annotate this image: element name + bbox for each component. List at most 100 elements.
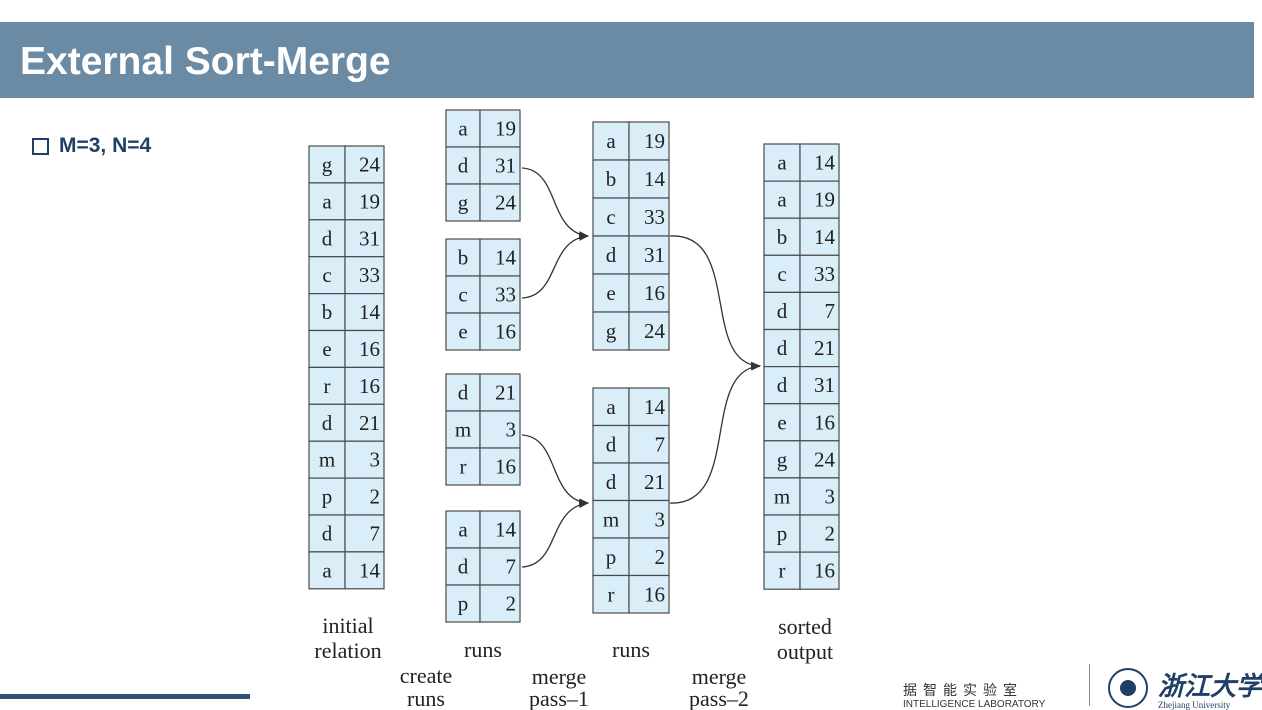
value-text: 14 — [644, 395, 666, 419]
value-cell — [344, 256, 385, 295]
label-merge-1: merge — [532, 664, 587, 689]
value-text: 3 — [825, 484, 836, 508]
value-text: 31 — [359, 226, 380, 250]
key-cell — [592, 311, 630, 351]
merge-arrow-pass2-b — [669, 362, 761, 504]
value-cell — [628, 197, 670, 237]
key-text: a — [606, 129, 616, 153]
key-text: d — [777, 336, 788, 360]
value-cell — [628, 574, 670, 614]
value-cell — [799, 551, 840, 590]
key-text: d — [458, 555, 469, 579]
value-text: 16 — [495, 455, 516, 479]
value-text: 19 — [495, 117, 516, 141]
merge-arrow-run3 — [521, 434, 589, 507]
key-text: d — [606, 432, 617, 456]
key-text: b — [322, 300, 333, 324]
value-cell — [799, 514, 840, 553]
value-text: 3 — [655, 507, 666, 531]
key-cell — [592, 462, 630, 502]
value-text: 14 — [814, 151, 836, 175]
key-text: a — [322, 558, 332, 582]
label-pass-1: pass–1 — [529, 686, 589, 710]
label-runs-1: runs — [464, 637, 502, 662]
key-text: a — [458, 518, 468, 542]
value-text: 31 — [814, 373, 835, 397]
value-text: 16 — [814, 410, 835, 434]
key-text: d — [322, 521, 333, 545]
key-text: d — [606, 470, 617, 494]
key-text: a — [777, 151, 787, 175]
value-text: 21 — [814, 336, 835, 360]
value-cell — [799, 254, 840, 294]
key-text: d — [322, 411, 333, 435]
value-text: 19 — [359, 189, 380, 213]
key-text: c — [458, 283, 467, 307]
key-text: m — [603, 507, 619, 531]
value-cell — [344, 551, 385, 590]
value-text: 2 — [825, 522, 836, 546]
value-cell — [628, 311, 670, 351]
key-cell — [763, 254, 801, 294]
value-text: 16 — [814, 559, 835, 583]
value-cell — [344, 477, 385, 516]
key-cell — [445, 183, 481, 222]
value-cell — [344, 514, 385, 553]
key-text: c — [322, 263, 331, 287]
value-cell — [479, 238, 521, 277]
key-cell — [308, 551, 346, 590]
key-text: e — [606, 281, 615, 305]
value-cell — [799, 328, 840, 368]
value-cell — [628, 273, 670, 313]
value-text: 14 — [359, 300, 381, 324]
value-cell — [799, 180, 840, 219]
value-cell — [479, 312, 521, 351]
value-text: 16 — [359, 374, 380, 398]
value-text: 14 — [359, 558, 381, 582]
key-text: e — [777, 410, 786, 434]
key-text: p — [322, 485, 333, 509]
value-text: 2 — [370, 485, 381, 509]
value-text: 14 — [495, 246, 517, 270]
value-cell — [799, 143, 840, 182]
key-text: c — [777, 262, 786, 286]
value-text: 24 — [814, 447, 836, 471]
key-text: e — [322, 337, 331, 361]
key-cell — [763, 328, 801, 368]
value-cell — [479, 547, 521, 586]
value-text: 14 — [814, 225, 836, 249]
value-cell — [799, 217, 840, 256]
key-cell — [308, 403, 346, 442]
slide-title: External Sort-Merge — [20, 40, 391, 83]
label-pass-2: pass–2 — [689, 686, 749, 710]
value-text: 16 — [495, 320, 516, 344]
key-cell — [445, 275, 481, 314]
footer-rule — [0, 694, 250, 699]
checkbox-bullet-icon — [32, 137, 49, 155]
label-relation: relation — [314, 638, 381, 663]
value-text: 19 — [814, 188, 835, 212]
diagram-labels: initial relation runs runs sorted output… — [314, 613, 833, 710]
key-text: r — [324, 374, 331, 398]
key-cell — [592, 273, 630, 313]
value-text: 3 — [506, 418, 517, 442]
value-text: 3 — [370, 448, 381, 472]
university-name: 浙江大学 — [1158, 672, 1262, 702]
key-text: b — [777, 225, 788, 249]
key-text: p — [458, 592, 469, 616]
key-cell — [763, 217, 801, 256]
value-cell — [799, 403, 840, 442]
value-cell — [628, 121, 670, 161]
key-text: e — [458, 320, 467, 344]
value-text: 7 — [655, 432, 666, 456]
value-cell — [628, 499, 670, 539]
key-text: b — [458, 246, 469, 270]
label-create: create — [400, 663, 453, 688]
key-cell — [592, 424, 630, 464]
key-cell — [592, 197, 630, 237]
